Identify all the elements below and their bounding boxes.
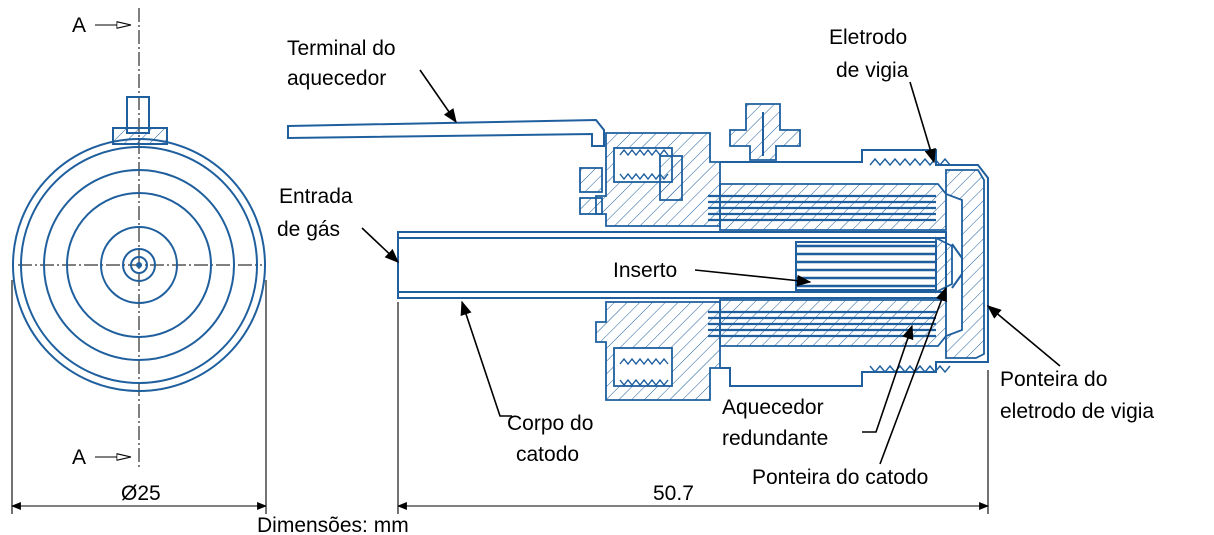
diameter-dimension: Ø25 (121, 482, 161, 505)
leader-insert (694, 269, 812, 287)
leader-heater-terminal (419, 69, 457, 124)
cathode-tip-nose (951, 243, 963, 289)
label-keeper-2: de vigia (836, 59, 909, 82)
terminal-nut (112, 127, 168, 145)
orifice-ring-inner (130, 256, 148, 274)
leader-cathode-body (460, 300, 512, 417)
label-cathode-body-2: catodo (516, 443, 579, 466)
label-keeper-tip-2: eletrodo de vigia (1000, 400, 1154, 423)
label-heater-terminal-1: Terminal do (287, 37, 396, 60)
outer-ring-inner (20, 146, 258, 384)
keeper-ring (43, 169, 235, 361)
lower-pocket (613, 347, 673, 387)
heater-terminal-lead (287, 118, 605, 147)
keeper-end-cap (945, 169, 985, 359)
label-redundant-heater-1: Aquecedor (722, 396, 824, 419)
cathode-tip (935, 236, 953, 294)
tip-ring (100, 226, 178, 304)
label-gas-inlet-2: de gás (277, 218, 340, 241)
upper-screw-thread (619, 148, 669, 157)
section-mark-bottom: A (72, 446, 86, 469)
upper-side-screw (579, 167, 603, 193)
orifice-hole (136, 262, 142, 268)
leader-gas-inlet (361, 227, 400, 263)
label-gas-inlet-1: Entrada (279, 185, 353, 208)
leader-keeper-tip (986, 305, 1061, 367)
body-ring (66, 192, 212, 338)
units-note: Dimensões: mm (257, 514, 409, 535)
lower-screw-thread (619, 357, 669, 366)
upper-side-screw-b (579, 197, 603, 215)
section-view: Terminal do aquecedor Eletrodo de vigia … (277, 26, 1154, 514)
upper-heater-coil (708, 194, 936, 222)
end-view: A A Ø25 (11, 8, 267, 514)
label-cathode-tip: Ponteira do catodo (752, 466, 928, 489)
label-insert: Inserto (613, 259, 677, 282)
label-heater-terminal-2: aquecedor (287, 67, 386, 90)
keeper-thread-top (869, 157, 951, 167)
lower-heater-coil (708, 310, 936, 338)
length-dimension: 50.7 (653, 482, 694, 505)
leader-redundant-heater (862, 324, 914, 433)
upper-clamp (659, 155, 683, 201)
section-mark-top: A (72, 14, 86, 37)
insert-stack (795, 241, 937, 291)
leader-keeper (909, 81, 936, 164)
leader-cathode-tip (879, 286, 947, 465)
label-keeper-tip-1: Ponteira do (1000, 368, 1107, 391)
keeper-thread-bottom (869, 364, 951, 374)
label-keeper-1: Eletrodo (829, 26, 907, 49)
keeper-terminal (729, 103, 801, 161)
lower-screw-thread-b (619, 378, 669, 387)
label-cathode-body-1: Corpo do (507, 412, 593, 435)
orifice-ring (122, 248, 156, 282)
keeper-housing-outline (720, 149, 989, 387)
label-redundant-heater-2: redundante (722, 427, 828, 450)
